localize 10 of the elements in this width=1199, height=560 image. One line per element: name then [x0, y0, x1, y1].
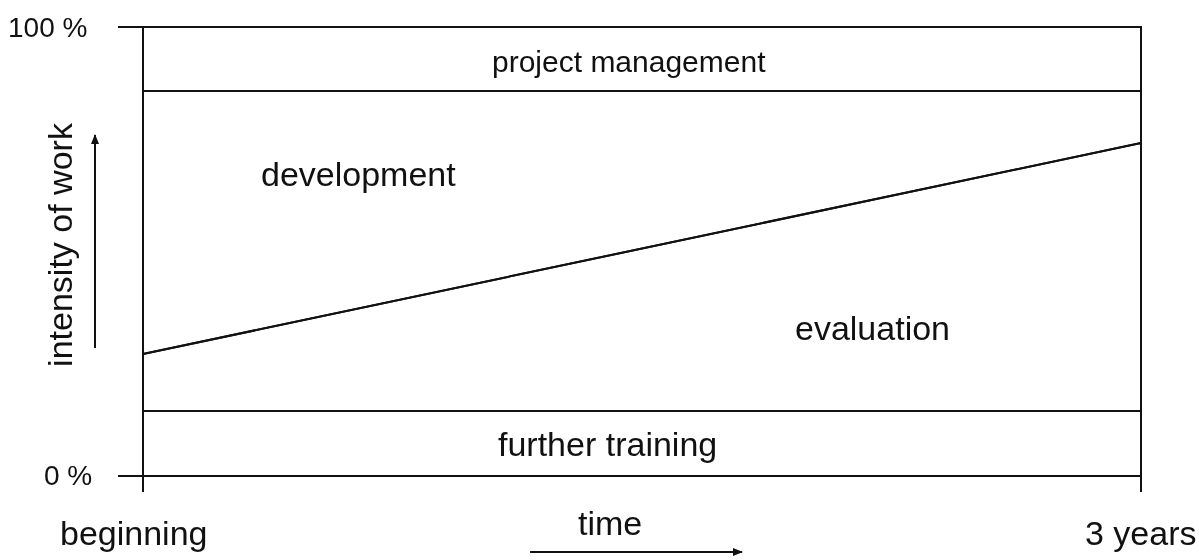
region-label: project management: [492, 47, 766, 77]
axis-tick-label: 3 years: [1085, 516, 1197, 550]
axis-tick-label: 0 %: [44, 462, 93, 490]
axis-tick-label: 100 %: [8, 14, 88, 42]
axis-tick-label: beginning: [60, 516, 208, 550]
region-label: evaluation: [795, 311, 950, 345]
axis-title: intensity of work: [43, 123, 77, 367]
region-label: development: [261, 157, 456, 191]
region-label: further training: [498, 427, 718, 461]
axis-title: time: [578, 506, 643, 540]
